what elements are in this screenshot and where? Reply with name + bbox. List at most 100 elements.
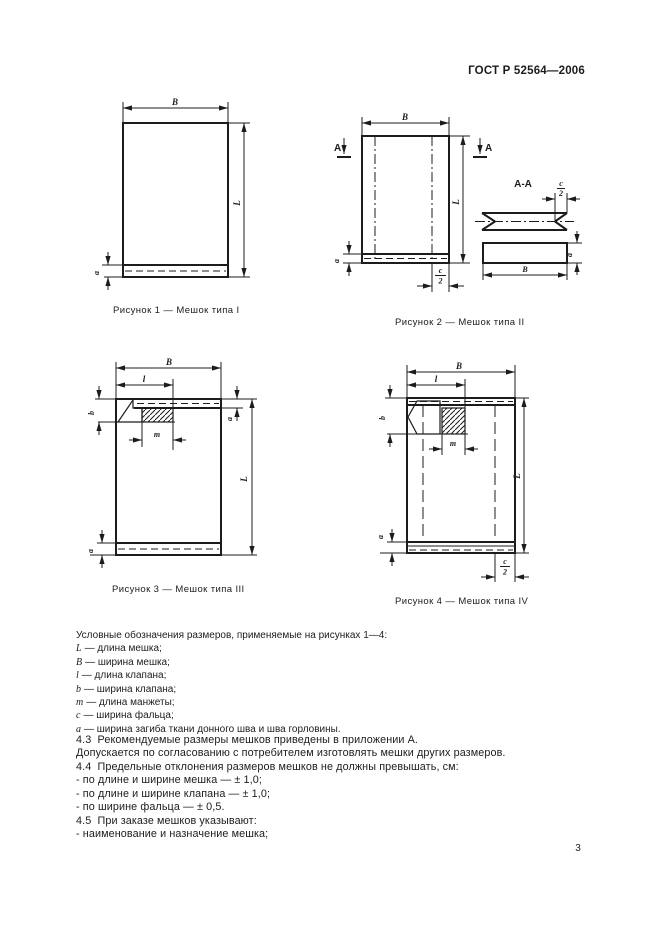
legend-text: — ширина мешка; <box>85 656 170 668</box>
fig3-dimension-m: m <box>129 422 186 447</box>
fig1-dimension-B: B <box>122 97 229 123</box>
fig3-dimension-a-bottom: a <box>86 530 116 568</box>
legend-item-a: a— ширина загиба ткани донного шва и шва… <box>76 723 596 736</box>
figure-2-drawing: B А А L a <box>332 112 492 292</box>
list-item-deviation-valve: - по длине и ширине клапана — ± 1,0; <box>76 787 271 800</box>
paragraph-4-5: 4.5 При заказе мешков указывают: <box>76 814 257 827</box>
fig2-bottom-height-label: a <box>565 253 574 257</box>
figure-3-drawing: B l b <box>86 357 257 568</box>
legend-item-B: B— ширина мешка; <box>76 656 596 669</box>
legend-symbol: a <box>76 723 81 735</box>
paragraph-4-3-cont: Допускается по согласованию с потребител… <box>76 747 506 760</box>
fig1-width-label: B <box>171 97 178 107</box>
fig3-hem-bottom-label: a <box>86 549 95 553</box>
legend-item-c: c— ширина фальца; <box>76 709 596 722</box>
fig2-dimension-c2: c 2 <box>417 263 464 292</box>
legend-symbol: m <box>76 697 84 709</box>
fig4-cuff-label: m <box>450 439 456 448</box>
figure-2-caption: Рисунок 2 — Мешок типа II <box>395 317 525 328</box>
dimension-legend: Условные обозначения размеров, применяем… <box>76 629 596 736</box>
fig1-length-label: L <box>232 200 242 207</box>
paragraph-4-3: 4.3 Рекомендуемые размеры мешков приведе… <box>76 734 419 746</box>
legend-item-l: l— длина клапана; <box>76 669 596 682</box>
paragraph-4-4: 4.4 Предельные отклонения размеров мешко… <box>76 760 459 773</box>
fig2-section-c2-dimension: c 2 <box>542 179 580 221</box>
fig4-dimension-c2: c 2 <box>481 553 529 582</box>
fig4-width-label: B <box>455 361 462 371</box>
fig2-bag-outline <box>343 135 470 264</box>
fig2-dimension-L: L <box>449 135 470 263</box>
legend-symbol: l <box>76 670 79 682</box>
figure-3-caption: Рисунок 3 — Мешок типа III <box>112 584 245 595</box>
fig4-dimension-L: L <box>512 397 529 553</box>
fig3-cuff-label: m <box>154 430 160 439</box>
fig3-valve-width-label: b <box>87 411 96 415</box>
fig3-dimension-B: B <box>115 357 222 399</box>
fig4-fold-denominator: 2 <box>502 568 507 577</box>
legend-item-L: L— длина мешка; <box>76 642 596 655</box>
legend-symbol: L <box>76 643 82 655</box>
list-item-order-name: - наименование и назначение мешка; <box>76 828 269 841</box>
fig2-cut-right-label: А <box>485 143 492 154</box>
fig2-bottom-view: a B <box>482 231 582 280</box>
fig2-cut-left-label: А <box>334 143 341 154</box>
figure-4-caption: Рисунок 4 — Мешок типа IV <box>395 596 529 607</box>
fig2-cut-marker-left: А <box>334 138 351 158</box>
legend-item-m: m— длина манжеты; <box>76 696 596 709</box>
legend-text: — ширина клапана; <box>84 683 177 695</box>
fig1-bag-outline <box>104 122 250 278</box>
fig2-dimension-a: a <box>332 241 362 276</box>
legend-intro: Условные обозначения размеров, применяем… <box>76 630 388 641</box>
fig4-length-label: L <box>512 473 522 480</box>
fig2-bottom-width-label: B <box>521 265 528 274</box>
fig3-bag-outline <box>90 398 257 556</box>
fig3-dimension-L: L <box>239 399 255 555</box>
fig4-dimension-b: b <box>378 385 407 447</box>
fig2-gusset-cross-section <box>475 212 574 231</box>
fig4-valve-width-label: b <box>378 416 387 420</box>
legend-symbol: B <box>76 656 83 668</box>
fig2-cut-marker-right: А <box>473 138 492 158</box>
fig1-dimension-a: a <box>92 252 123 290</box>
fig2-dimension-B: B <box>361 112 450 136</box>
body-text: 4.3 Рекомендуемые размеры мешков приведе… <box>76 734 606 842</box>
legend-text: — длина мешка; <box>84 643 162 655</box>
legend-text: — ширина загиба ткани донного шва и шва … <box>84 723 341 735</box>
figure-4-drawing: B l b <box>376 361 529 582</box>
fig3-dimension-b: b <box>87 386 116 435</box>
fig1-hem-label: a <box>92 271 101 275</box>
fig3-valve-hatched <box>116 398 174 423</box>
fig4-dimension-B: B <box>406 361 516 398</box>
legend-text: — длина клапана; <box>81 670 167 682</box>
fig4-dimension-a-bottom: a <box>376 529 407 566</box>
fig4-valve-length-label: l <box>435 374 438 384</box>
fig2-width-label: B <box>401 112 408 122</box>
fig2-fold-numerator: c <box>439 266 443 275</box>
fig2-section-title: А-А <box>514 179 532 190</box>
legend-text: — длина манжеты; <box>86 697 175 709</box>
fig2-hem-label: a <box>332 259 341 263</box>
legend-symbol: b <box>76 683 81 695</box>
legend-symbol: c <box>76 710 81 722</box>
figure-2-section-AA: А-А c 2 a B <box>475 179 582 280</box>
list-item-deviation-bag: - по длине и ширине мешка — ± 1,0; <box>76 774 262 787</box>
legend-text: — ширина фальца; <box>83 710 174 722</box>
fig3-hem-top-label: a <box>225 417 234 421</box>
fig2-length-label: L <box>451 199 461 206</box>
fig4-valve-hatched <box>407 400 466 435</box>
standard-number: ГОСТ Р 52564—2006 <box>468 65 585 77</box>
fig2-section-fold-denominator: 2 <box>558 189 563 198</box>
fig1-dimension-L: L <box>228 122 250 277</box>
fig2-fold-denominator: 2 <box>438 277 443 286</box>
fig4-hem-bottom-label: a <box>376 535 385 539</box>
fig4-fold-numerator: c <box>503 557 507 566</box>
figure-1-drawing: B L a <box>92 97 250 290</box>
page-number: 3 <box>575 843 581 854</box>
figure-1-caption: Рисунок 1 — Мешок типа I <box>113 305 240 316</box>
fig2-section-fold-numerator: c <box>559 179 563 188</box>
fig3-width-label: B <box>165 357 172 367</box>
fig3-valve-length-label: l <box>143 374 146 384</box>
fig4-dimension-m: m <box>429 434 478 455</box>
legend-item-b: b— ширина клапана; <box>76 683 596 696</box>
